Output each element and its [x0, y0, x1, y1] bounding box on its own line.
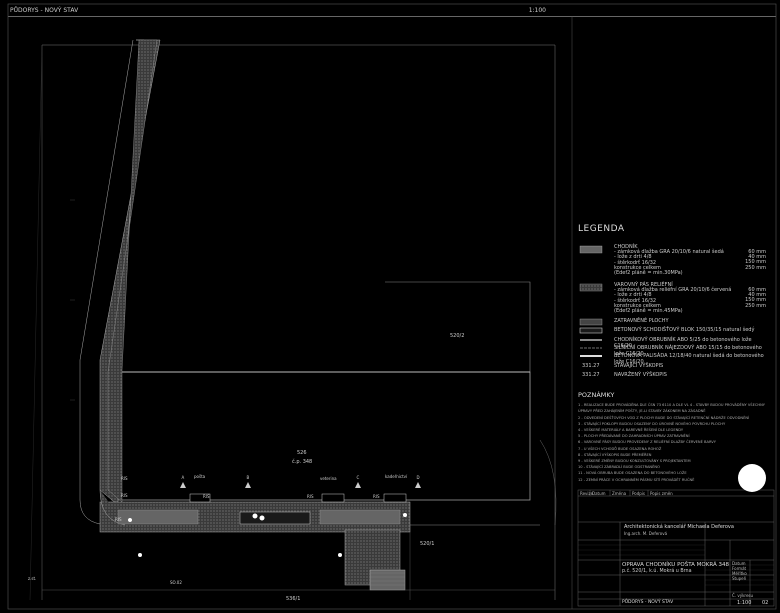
room-label-kadernictvi: kadeřnictví — [385, 474, 408, 479]
office-name: Architektonická kancelář Michaela Defero… — [624, 524, 734, 530]
ris-mark: RIS — [373, 494, 380, 499]
tb-drawing-number: 02 — [762, 600, 769, 606]
office-person: Ing.arch. M. Deferová — [624, 531, 668, 536]
marker-circle — [403, 513, 407, 517]
section-arrow — [415, 482, 421, 488]
tb-scale-value: 1:100 — [737, 600, 752, 606]
note-line: 12 - ZEMNÍ PRÁCE V OCHRANNÉM PÁSMU SÍTÍ … — [578, 477, 695, 482]
note-line: 9 - VEŠKERÉ ZMĚNY BUDOU KONZULTOVÁNY S P… — [578, 459, 691, 464]
drawing-title: PŮDORYS - NOVÝ STAV — [10, 7, 79, 14]
drawing-scale: 1:100 — [528, 7, 546, 14]
legend-item-silnicni-obrubnik: SILNIČNÍ OBRUBNÍK NÁJEZDOVÝ ABO 15/15 do… — [614, 345, 762, 357]
marker-circle — [252, 513, 258, 519]
note-line: 11 - NOVÁ OBRUBA BUDE OSAZENA DO BETONOV… — [578, 471, 687, 476]
parcel-520-1-label: 520/1 — [420, 541, 434, 547]
legend-swatches — [579, 245, 603, 357]
legend-code-stavajici: 331.27 — [582, 363, 600, 369]
parcel-520-2-outline — [385, 281, 531, 420]
room-label-posta: pošta — [194, 474, 206, 479]
section-arrow — [355, 482, 361, 488]
ris-mark: RIS — [115, 517, 122, 522]
notes-panel: POZNÁMKY 1 - REALIZACE BUDE PROVÁDĚNA DL… — [578, 392, 768, 483]
section-mark-label: C — [357, 475, 360, 480]
legend-code-navrzeny: 331.27 — [582, 372, 600, 378]
parcel-536-1-label: 536/1 — [286, 596, 300, 602]
note-line: 8 - STÁVAJÍCÍ VÝŠKOPIS BUDE PŘEMĚŘEN — [578, 452, 652, 457]
rev-header-podpis: Podpis — [632, 491, 645, 496]
title-block — [577, 489, 775, 607]
section-mark-label: A — [182, 475, 185, 480]
drawing-project-sub: p.č. 520/1, k.ú. Mokrá u Brna — [622, 569, 692, 574]
ris-mark: RIS — [121, 493, 128, 498]
swatch-schodistovy-blok — [579, 327, 603, 334]
legend-item-schodistovy-blok: BETONOVÝ SCHODIŠŤOVÝ BLOK 150/35/15 natu… — [614, 327, 755, 333]
swatch-zatravnene — [579, 318, 603, 326]
legend-item-chodnik: CHODNÍK - zámková dlažba GRA 20/10/6 nat… — [614, 244, 724, 277]
section-mark-label: B — [247, 475, 250, 480]
notes-title: POZNÁMKY — [578, 391, 615, 399]
rev-header-datum: Datum — [592, 491, 606, 496]
marker-circle — [128, 518, 132, 522]
rev-header-popis: Popis změn — [650, 491, 673, 496]
note-line: 3 - STÁVAJÍCÍ POKLOPY BUDOU OSAZENY DO Ú… — [578, 421, 726, 426]
north-arrow-circle — [738, 464, 766, 492]
section-mark-label: D — [417, 475, 420, 480]
property-boundary — [42, 44, 556, 600]
note-line: 5 - PLOCHY PŘEDÁVANÉ DO ZAHRADNÍCH ÚPRAV… — [578, 434, 690, 439]
note-line: 4 - VEŠKERÉ MATERIÁLY A BAREVNÉ ŘEŠENÍ D… — [578, 428, 684, 433]
ris-mark: RIS — [203, 494, 210, 499]
legend-item-zatravnene: ZATRAVNĚNÉ PLOCHY — [614, 318, 669, 324]
building-number: 526 — [297, 450, 307, 456]
note-line: 1 - REALIZACE BUDE PROVÁDĚNA DLE ČSN 73 … — [578, 403, 765, 408]
legend-panel: LEGENDA CHODNÍK - zámková dlažba GRA 20/… — [578, 224, 768, 378]
rev-header-zmena: Změna — [612, 491, 627, 496]
legend-item-palisada: BETONOVÁ PALISÁDA 12/18/40 natural šedá … — [614, 353, 764, 365]
zst-label: z.st. — [28, 576, 36, 581]
tb-field-datum: Datum — [732, 561, 746, 566]
legend-item-chodnikovy-obrubnik: CHODNÍKOVÝ OBRUBNÍK ABO 5/25 do betonové… — [614, 337, 752, 349]
drawing-header: PŮDORYS - NOVÝ STAV 1:100 — [8, 4, 776, 17]
ris-mark: RIS — [307, 494, 314, 499]
step-block — [239, 511, 311, 525]
marker-circle — [338, 553, 342, 557]
so-label: SO.02 — [170, 580, 182, 585]
note-line: 2 - ODVEDENÍ DEŠŤOVÝCH VOD Z PLOCHY BUDE… — [578, 415, 750, 420]
tb-field-stupen: Stupeň — [732, 576, 747, 581]
drawing-sheet-name: PŮDORYS - NOVÝ STAV — [622, 600, 674, 605]
note-line: ÚPRAVY PŘED ZAHÁJENÍM POŠTY, JE-LI STAVB… — [578, 409, 706, 414]
tb-field-cislo: Č. výkresu — [732, 593, 754, 598]
room-label-veterina: veterina — [320, 476, 337, 481]
tb-field-format: Formát — [732, 566, 747, 571]
ris-mark: RIS — [121, 476, 128, 481]
building-cp: č.p. 348 — [292, 458, 312, 465]
swatch-varovny-pas — [579, 283, 603, 292]
legend-item-navrzeny-vyskopis: NAVRŽENÝ VÝŠKOPIS — [614, 372, 667, 378]
section-arrow — [245, 482, 251, 488]
legend-item-varovny-pas: VAROVNÝ PÁS RELIÉFNÍ - zámková dlažba re… — [614, 282, 732, 315]
legend-item-stavajici-vyskopis: STÁVAJÍCÍ VÝŠKOPIS — [614, 363, 664, 369]
legend-values-varovny-pas: 60 mm 40 mm 150 mm 250 mm — [745, 287, 766, 309]
parcel-520-2-label: 520/2 — [450, 333, 464, 339]
legend-title: LEGENDA — [578, 224, 625, 234]
drawing-project-title: OPRAVA CHODNÍKU POŠTA MOKRÁ 348 — [622, 562, 729, 568]
swatch-chodnik — [579, 245, 603, 254]
rev-header-revize: Revize — [580, 491, 594, 496]
section-arrow — [180, 482, 186, 488]
tb-field-meritko: Měřítko — [732, 571, 747, 576]
note-line: 6 - VAROVNÉ PÁSY BUDOU PROVEDENY Z RELIÉ… — [578, 440, 716, 445]
note-line: 7 - U VŠECH VCHODŮ BUDE OSAZENA ROHOŽ — [578, 446, 662, 451]
marker-circle — [259, 515, 265, 521]
legend-values-chodnik: 60 mm 40 mm 150 mm 250 mm — [745, 249, 766, 271]
marker-circle — [138, 553, 142, 557]
note-line: 10 - STÁVAJÍCÍ ZÁBRADLÍ BUDE ODSTRANĚNO — [578, 465, 660, 470]
